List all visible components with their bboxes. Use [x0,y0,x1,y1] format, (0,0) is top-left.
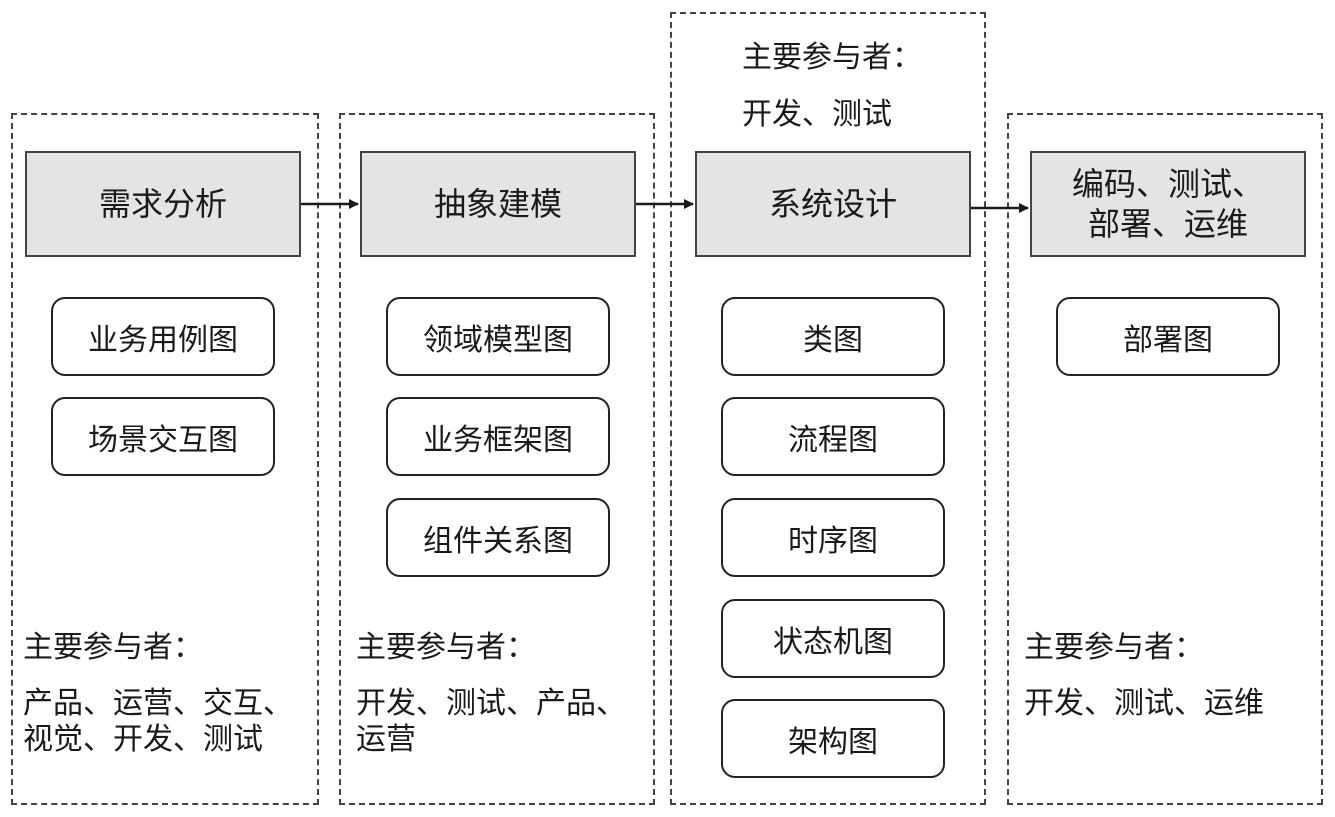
artifact-box: 业务框架图 [386,397,610,476]
participants-line: 视觉、开发、测试 [23,722,263,757]
participants-list: 产品、运营、交互、 视觉、开发、测试 [23,686,293,758]
stage-column-deployment [1007,113,1323,805]
stage-title-line: 抽象建模 [433,185,562,223]
stage-title-line: 系统设计 [768,185,897,223]
stage-title-line: 部署、运维 [1087,205,1248,243]
artifact-box: 流程图 [721,397,945,476]
artifact-box: 领域模型图 [386,297,610,376]
stage-box-design: 系统设计 [695,151,971,257]
stage-box-modeling: 抽象建模 [360,151,636,257]
stage-box-requirements: 需求分析 [25,151,301,257]
artifact-box: 架构图 [721,699,945,778]
participants-list: 开发、测试、产品、 运营 [356,686,626,758]
participants-line: 开发、测试、产品、 [356,686,626,721]
participants-list: 开发、测试 [742,97,892,133]
participants-label: 主要参与者： [742,40,922,75]
participants-list: 开发、测试、运维 [1024,686,1264,722]
participants-line: 产品、运营、交互、 [23,686,293,721]
artifact-box: 场景交互图 [51,397,275,476]
stage-title-line: 需求分析 [98,185,227,223]
artifact-box: 部署图 [1056,297,1280,376]
participants-line: 开发、测试 [742,97,892,132]
participants-label: 主要参与者： [356,630,536,665]
artifact-box: 业务用例图 [51,297,275,376]
participants-label: 主要参与者： [23,630,203,665]
stage-column-modeling [339,113,655,805]
artifact-box: 时序图 [721,498,945,577]
artifact-box: 组件关系图 [386,498,610,577]
participants-line: 运营 [356,722,416,757]
artifact-box: 类图 [721,297,945,376]
stage-column-design [670,12,986,805]
artifact-box: 状态机图 [721,599,945,678]
stage-title-line: 编码、测试、 [1071,165,1264,203]
stage-column-requirements [11,113,319,805]
stage-box-deployment: 编码、测试、 部署、运维 [1030,151,1306,257]
participants-label: 主要参与者： [1024,630,1204,665]
participants-line: 开发、测试、运维 [1024,686,1264,721]
